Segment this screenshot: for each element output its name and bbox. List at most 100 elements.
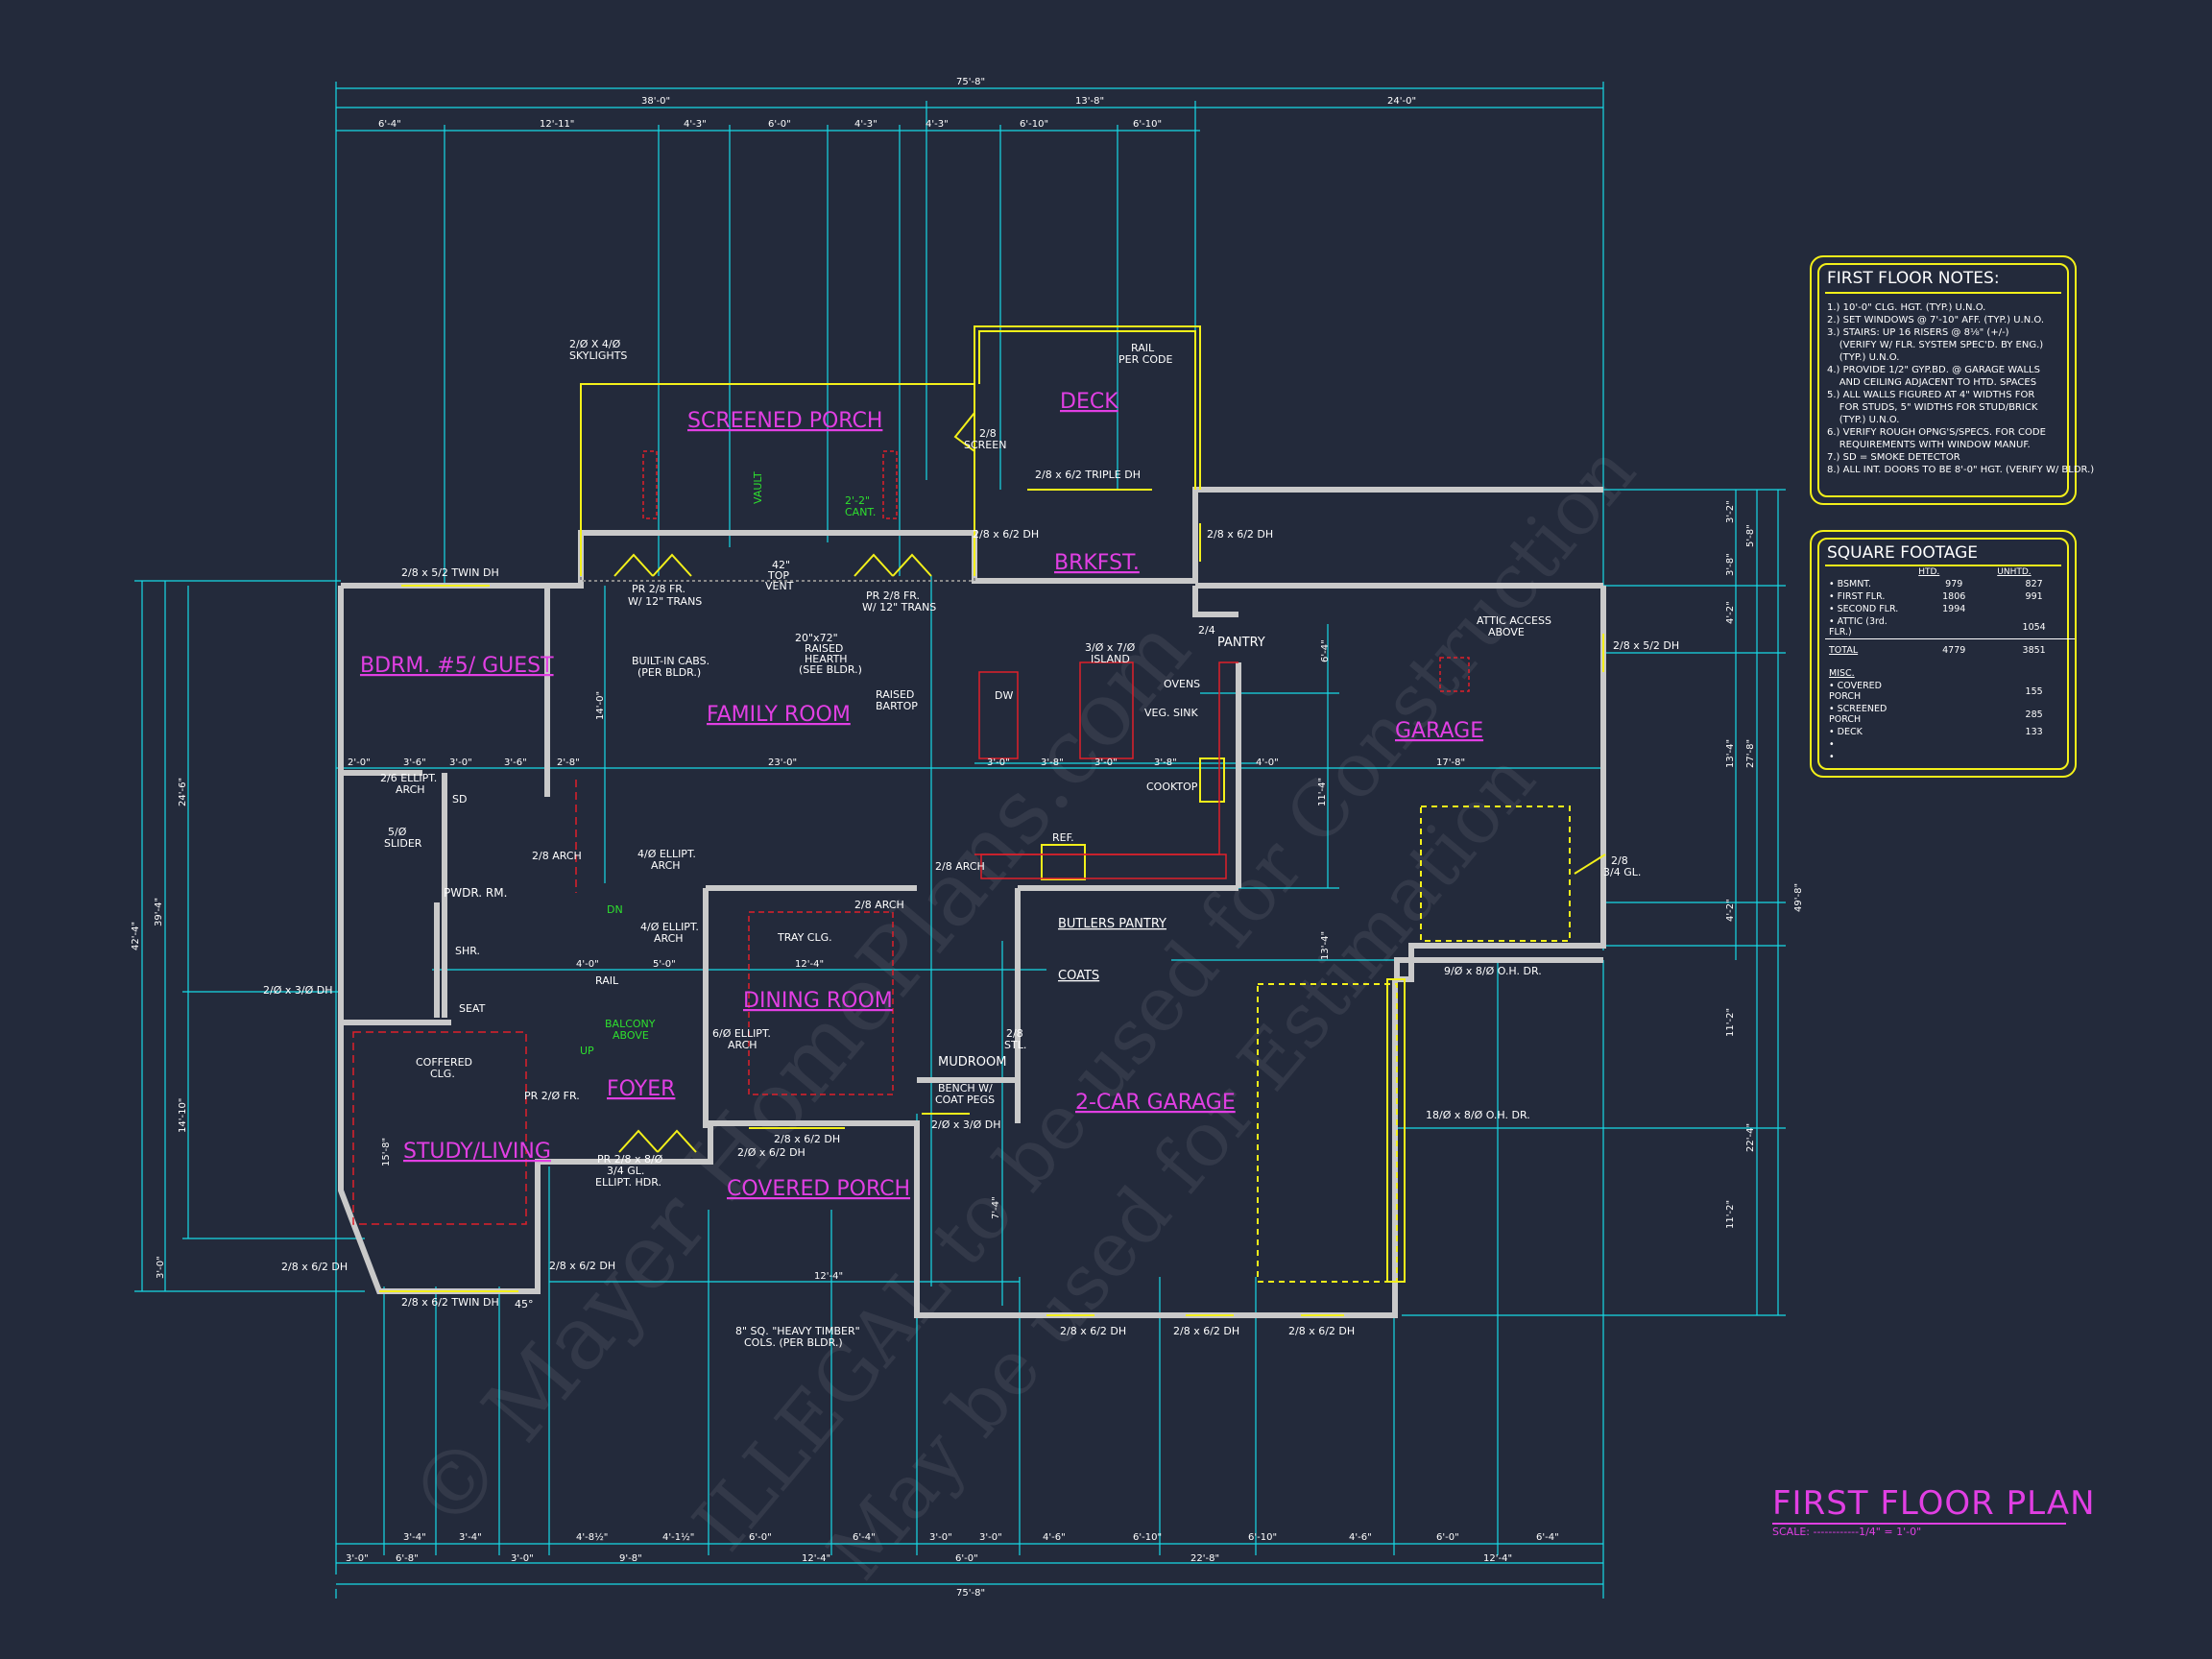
dim-bot2-5: 6'-0" [955,1553,978,1564]
dim-bot3-10: 6'-10" [1248,1532,1277,1543]
label-bartop-1: RAISED [876,688,914,701]
dim-bot3-0: 3'-4" [403,1532,426,1543]
dim-int-12: 12'-4" [795,959,824,970]
sqft-cell: • SCREENED PORCH [1829,704,1887,725]
label-cooktop: COOKTOP [1146,781,1198,793]
dim-top3-0: 6'-4" [378,119,401,130]
label-rail: RAIL [595,974,619,987]
dim-bot2-3: 9'-8" [619,1553,642,1564]
dim-int-16: 6'-4" [1320,639,1331,662]
label-attic-2: ABOVE [1488,626,1525,638]
dim-left-overall: 42'-4" [131,922,141,950]
label-timber-2: COLS. (PER BLDR.) [744,1336,843,1349]
label-pr28-left-1: PR 2/8 FR. [632,583,685,595]
sqft-cell: 133 [2025,727,2043,737]
dim-left-c: 3'-0" [156,1256,166,1279]
label-tray-clg: TRAY CLG. [777,931,832,944]
annotations: 2/Ø X 4/Ø SKYLIGHTS RAIL PER CODE 2/8 SC… [263,338,1679,1349]
sqft-cell: 979 [1945,579,1963,589]
dim-right-overall: 49'-8" [1793,883,1804,912]
sqft-row: • SECOND FLR. 1994 [1825,603,2075,615]
label-hearth-4: (SEE BLDR.) [799,663,862,676]
label-pr2880-1: PR 2/8 x 8/Ø [597,1153,663,1166]
dim-int-15: 13'-4" [1320,931,1331,960]
label-pr2880-3: ELLIPT. HDR. [595,1176,661,1189]
label-study-twin: 2/8 x 6/2 TWIN DH [401,1296,499,1309]
label-study-dh2: 2/8 x 6/2 DH [549,1260,615,1272]
room-brkfst: BRKFST. [1054,551,1140,575]
dim-right-c5: 4'-2" [1725,899,1736,922]
dim-int-0: 23'-0" [768,757,797,768]
dim-top2-2: 24'-0" [1387,96,1416,107]
label-pr28-left-2: W/ 12" TRANS [628,595,702,608]
room-screened-porch: SCREENED PORCH [687,409,882,433]
label-pr2880-2: 3/4 GL. [607,1165,644,1177]
label-study-dh: 2/8 x 6/2 DH [281,1261,348,1273]
sqft-misc-row: • COVERED PORCH 155 [1825,680,2075,703]
room-pwdr: PWDR. RM. [444,886,507,900]
sqft-panel-title: SQUARE FOOTAGE [1827,543,1979,563]
dim-top3-4: 4'-3" [854,119,878,130]
dim-int-1: 2'-0" [348,757,371,768]
sqft-cell: 1054 [2022,621,2046,633]
sqft-row: • BSMNT. 979 827 [1825,578,2075,590]
label-up: UP [580,1045,594,1057]
notes-list: 1.) 10'-0" CLG. HGT. (TYP.) U.N.O. 2.) S… [1827,301,2094,476]
sqft-cell: • DECK [1829,727,1863,737]
label-triple-dh: 2/8 x 6/2 TRIPLE DH [1035,469,1141,481]
sqft-cell [1993,751,2075,763]
label-arch6-2: ARCH [728,1039,757,1051]
dim-top3-2: 4'-3" [684,119,707,130]
label-timber-1: 8" SQ. "HEAVY TIMBER" [735,1325,860,1337]
label-gl-2: 3/4 GL. [1603,866,1641,878]
sqft-misc-row: • SCREENED PORCH 285 [1825,703,2075,726]
sqft-header-row: HTD. UNHTD. [1825,566,2075,578]
dim-left-mid: 39'-4" [154,898,164,926]
label-ovens: OVENS [1164,678,1200,690]
label-pr20-fr: PR 2/Ø FR. [524,1090,580,1102]
label-arch26-1: 2/6 ELLIPT. [380,772,437,784]
label-arch4b-1: 4/Ø ELLIPT. [640,921,699,933]
dim-bot3-8: 4'-6" [1043,1532,1066,1543]
label-gar-dh3: 2/8 x 6/2 DH [1288,1325,1355,1337]
label-rail-1: RAIL [1131,342,1155,354]
label-shr: SHR. [455,945,480,957]
sqft-header: HTD. [1918,567,1940,577]
label-garage-dh: 2/8 x 5/2 DH [1613,639,1679,652]
dim-bot3-5: 6'-4" [853,1532,876,1543]
dim-int-18: 14'-0" [595,691,606,720]
label-stl-2: STL. [1004,1039,1026,1051]
label-hearth-1: 20"x72" [795,632,838,644]
dim-int-21: 7'-4" [991,1196,1001,1219]
sqft-cell: • ATTIC (3rd. FLR.) [1829,616,1887,637]
label-twin-dh-top: 2/8 x 5/2 TWIN DH [401,566,499,579]
sqft-cell [1993,603,2075,615]
label-island-1: 3/Ø x 7/Ø [1085,641,1136,654]
label-vent-1: 42" [772,559,790,571]
label-arch26-2: ARCH [396,783,425,796]
sqft-total-unhtd: 3851 [2022,645,2046,656]
label-rail-2: PER CODE [1118,353,1173,366]
dim-right-c3: 4'-2" [1725,601,1736,624]
room-family: FAMILY ROOM [707,703,851,727]
label-balcony-2: ABOVE [613,1029,649,1042]
sqft-total-label: TOTAL [1829,645,1859,656]
label-sd: SD [452,793,467,805]
room-deck: DECK [1060,390,1118,414]
note-item: 1.) 10'-0" CLG. HGT. (TYP.) U.N.O. [1827,302,1986,313]
label-screen-1: 2/8 [979,427,997,440]
label-cant-1: 2'-2" [845,494,870,507]
label-slider-1: 5/Ø [388,826,407,838]
note-item: (TYP.) U.N.O. [1827,415,1900,425]
note-item: 3.) STAIRS: UP 16 RISERS @ 8⅛" (+/-) [1827,327,2009,338]
label-veg-sink: VEG. SINK [1144,707,1198,719]
room-mudroom: MUDROOM [938,1055,1006,1070]
dim-int-2: 3'-6" [403,757,426,768]
sqft-cell: • COVERED PORCH [1829,681,1882,702]
sqft-misc-row: • [1825,751,2075,763]
sqft-misc-row: • [1825,738,2075,751]
room-dining: DINING ROOM [743,989,893,1013]
label-stl-1: 2/8 [1006,1027,1023,1040]
label-builtin-2: (PER BLDR.) [637,666,701,679]
label-arch4-1: 4/Ø ELLIPT. [637,848,696,860]
